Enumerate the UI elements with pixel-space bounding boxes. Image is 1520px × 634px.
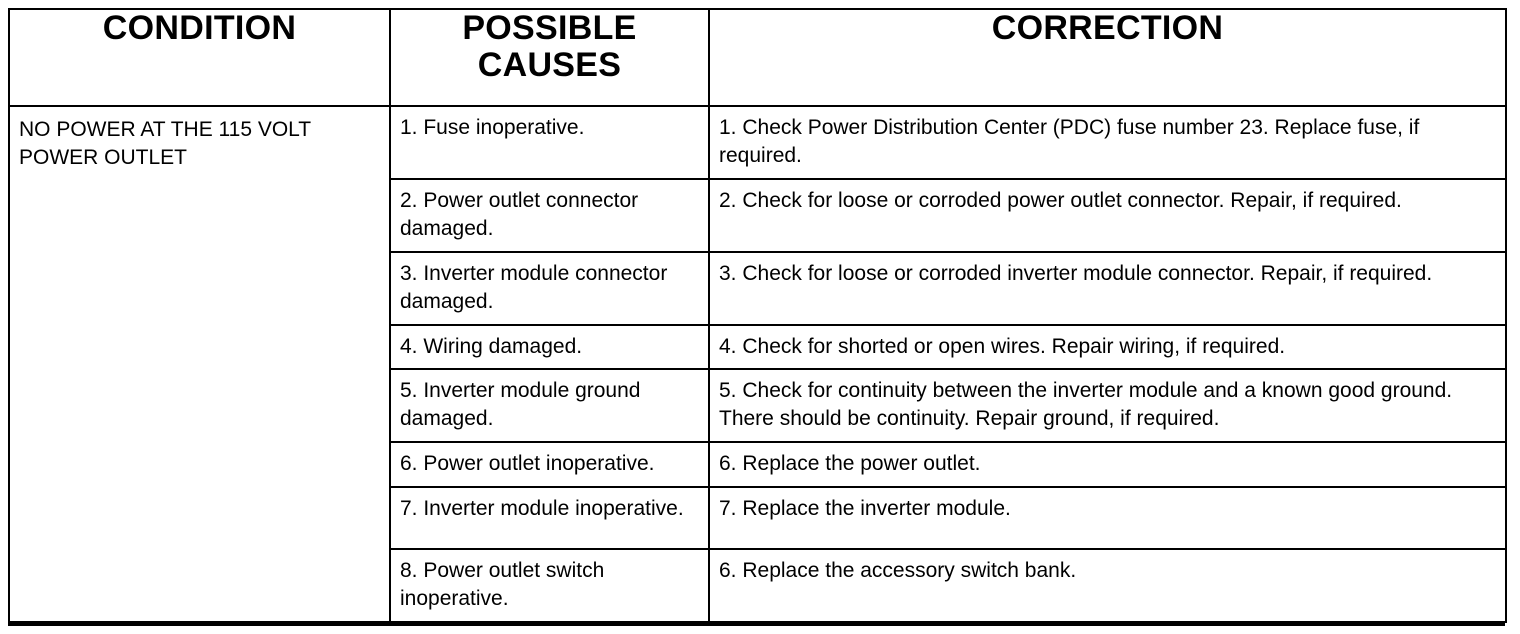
condition-cell: NO POWER AT THE 115 VOLT POWER OUTLET	[8, 104, 391, 624]
correction-text: 5. Check for continuity between the inve…	[719, 379, 1453, 431]
column-header-possible-causes-line1: POSSIBLE	[462, 9, 637, 47]
correction-cell: 1. Check Power Distribution Center (PDC)…	[708, 105, 1507, 180]
cause-text: 8. Power outlet switch inoperative.	[400, 559, 605, 611]
column-header-condition: CONDITION	[8, 8, 391, 107]
cause-cell: 8. Power outlet switch inoperative.	[389, 548, 710, 624]
table-row: 5. Inverter module ground damaged. 5. Ch…	[9, 368, 1507, 444]
correction-cell: 5. Check for continuity between the inve…	[708, 368, 1507, 444]
correction-text: 6. Replace the accessory switch bank.	[719, 559, 1077, 583]
table-header-row: CONDITION POSSIBLE CAUSES CORRECTION	[8, 8, 1507, 107]
cause-cell: 6. Power outlet inoperative.	[389, 441, 710, 489]
diagnostic-table: CONDITION POSSIBLE CAUSES CORRECTION NO …	[8, 8, 1507, 624]
table-frame-bottom-border	[8, 621, 1505, 626]
correction-text: 7. Replace the inverter module.	[719, 497, 1011, 521]
table-body: NO POWER AT THE 115 VOLT POWER OUTLET 1.…	[8, 104, 1507, 624]
correction-cell: 7. Replace the inverter module.	[708, 486, 1507, 551]
correction-text: 1. Check Power Distribution Center (PDC)…	[719, 116, 1420, 167]
correction-text: 3. Check for loose or corroded inverter …	[719, 261, 1433, 285]
cause-text: 4. Wiring damaged.	[400, 334, 583, 358]
correction-cell: 6. Replace the power outlet.	[708, 441, 1507, 489]
cause-cell: 4. Wiring damaged.	[389, 323, 710, 371]
correction-text: 4. Check for shorted or open wires. Repa…	[719, 334, 1286, 358]
correction-text: 2. Check for loose or corroded power out…	[719, 188, 1402, 212]
cause-text: 1. Fuse inoperative.	[400, 116, 585, 139]
table-row: NO POWER AT THE 115 VOLT POWER OUTLET 1.…	[8, 104, 1507, 624]
cause-cell: 5. Inverter module ground damaged.	[389, 368, 710, 444]
table-row: 4. Wiring damaged. 4. Check for shorted …	[9, 323, 1507, 371]
column-header-condition-label: CONDITION	[102, 9, 297, 47]
cause-text: 2. Power outlet connector damaged.	[400, 188, 639, 240]
column-header-possible-causes-line2: CAUSES	[477, 45, 622, 84]
cause-text: 7. Inverter module inoperative.	[400, 497, 684, 521]
table-row: 8. Power outlet switch inoperative. 6. R…	[9, 548, 1507, 624]
correction-cell: 4. Check for shorted or open wires. Repa…	[708, 323, 1507, 371]
cause-text: 3. Inverter module connector damaged.	[400, 261, 668, 313]
correction-cell: 6. Replace the accessory switch bank.	[708, 548, 1507, 624]
cause-text: 6. Power outlet inoperative.	[400, 452, 655, 476]
column-header-correction: CORRECTION	[708, 8, 1507, 107]
cause-cell: 3. Inverter module connector damaged.	[389, 250, 710, 326]
correction-text: 6. Replace the power outlet.	[719, 452, 981, 476]
cause-cell: 1. Fuse inoperative.	[389, 105, 710, 180]
column-header-possible-causes: POSSIBLE CAUSES	[389, 8, 710, 107]
cause-cell: 2. Power outlet connector damaged.	[389, 177, 710, 253]
table-row: 3. Inverter module connector damaged. 3.…	[9, 250, 1507, 326]
table-row: 7. Inverter module inoperative. 7. Repla…	[9, 486, 1507, 551]
cause-cell: 7. Inverter module inoperative.	[389, 486, 710, 551]
cause-text: 5. Inverter module ground damaged.	[400, 379, 641, 431]
correction-cell: 3. Check for loose or corroded inverter …	[708, 250, 1507, 326]
table-row: 6. Power outlet inoperative. 6. Replace …	[9, 441, 1507, 489]
correction-cell: 2. Check for loose or corroded power out…	[708, 177, 1507, 253]
condition-text: NO POWER AT THE 115 VOLT POWER OUTLET	[19, 118, 311, 169]
table-row: 2. Power outlet connector damaged. 2. Ch…	[9, 177, 1507, 253]
column-header-correction-label: CORRECTION	[991, 9, 1224, 47]
